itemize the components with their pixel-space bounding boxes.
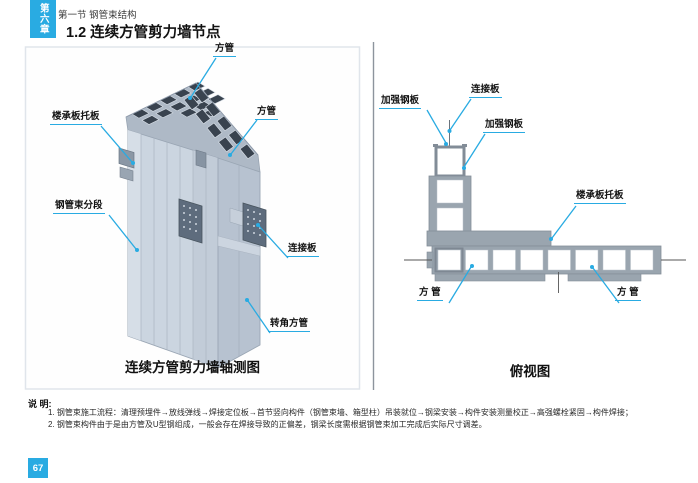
note-item-1: 1. 钢管束施工流程：清理预埋件→放线弹线→焊接定位板→首节竖向构件（钢管束墙、… <box>48 408 633 417</box>
label-connection-plate: 连接板 <box>286 243 319 257</box>
mid-connection-plate <box>178 198 203 244</box>
label-floor-deck-support-plate-top-view: 楼承板托板 <box>574 190 626 204</box>
floor-deck-support-band <box>426 230 552 247</box>
page-number-badge: 67 <box>28 458 48 478</box>
page-title: 1.2 连续方管剪力墙节点 <box>66 25 221 41</box>
label-connection-plate-top: 连接板 <box>469 84 502 98</box>
label-corner-square-tube: 转角方管 <box>268 318 311 332</box>
left-figure-caption: 连续方管剪力墙轴测图 <box>125 360 260 375</box>
notes-heading: 说 明: <box>28 399 52 409</box>
section-header: 第一节 钢管束结构 <box>58 10 137 21</box>
reinforced-top-cell <box>434 145 466 178</box>
leader-dots <box>131 96 594 302</box>
label-square-tube-right: 方管 <box>255 106 279 120</box>
leader-lines <box>100 57 620 334</box>
axonometric-wall-drawing <box>118 81 267 369</box>
floor-deck-support-plate-3d <box>118 147 135 169</box>
right-figure-caption: 俯视图 <box>509 364 551 379</box>
label-tube-bundle-segment: 钢管束分段 <box>53 200 105 214</box>
label-square-tube-top: 方管 <box>213 43 237 57</box>
right-connection-plate <box>229 202 267 248</box>
label-reinforcing-plate-right: 加强钢板 <box>483 119 526 133</box>
label-reinforcing-plate-left: 加强钢板 <box>379 95 422 109</box>
top-small-plate <box>195 149 207 169</box>
label-floor-deck-support-plate: 楼承板托板 <box>50 111 102 125</box>
chapter-badge-text: 第六章 <box>37 3 49 35</box>
label-square-tube-left-bottom: 方 管 <box>417 287 443 301</box>
note-item-2: 2. 钢管束构件由于是由方管及U型钢组成，一般会存在焊接导致的正偏差，钢梁长度需… <box>48 420 487 429</box>
label-square-tube-right-bottom: 方 管 <box>615 287 641 301</box>
chapter-badge: 第六章 <box>30 0 56 38</box>
